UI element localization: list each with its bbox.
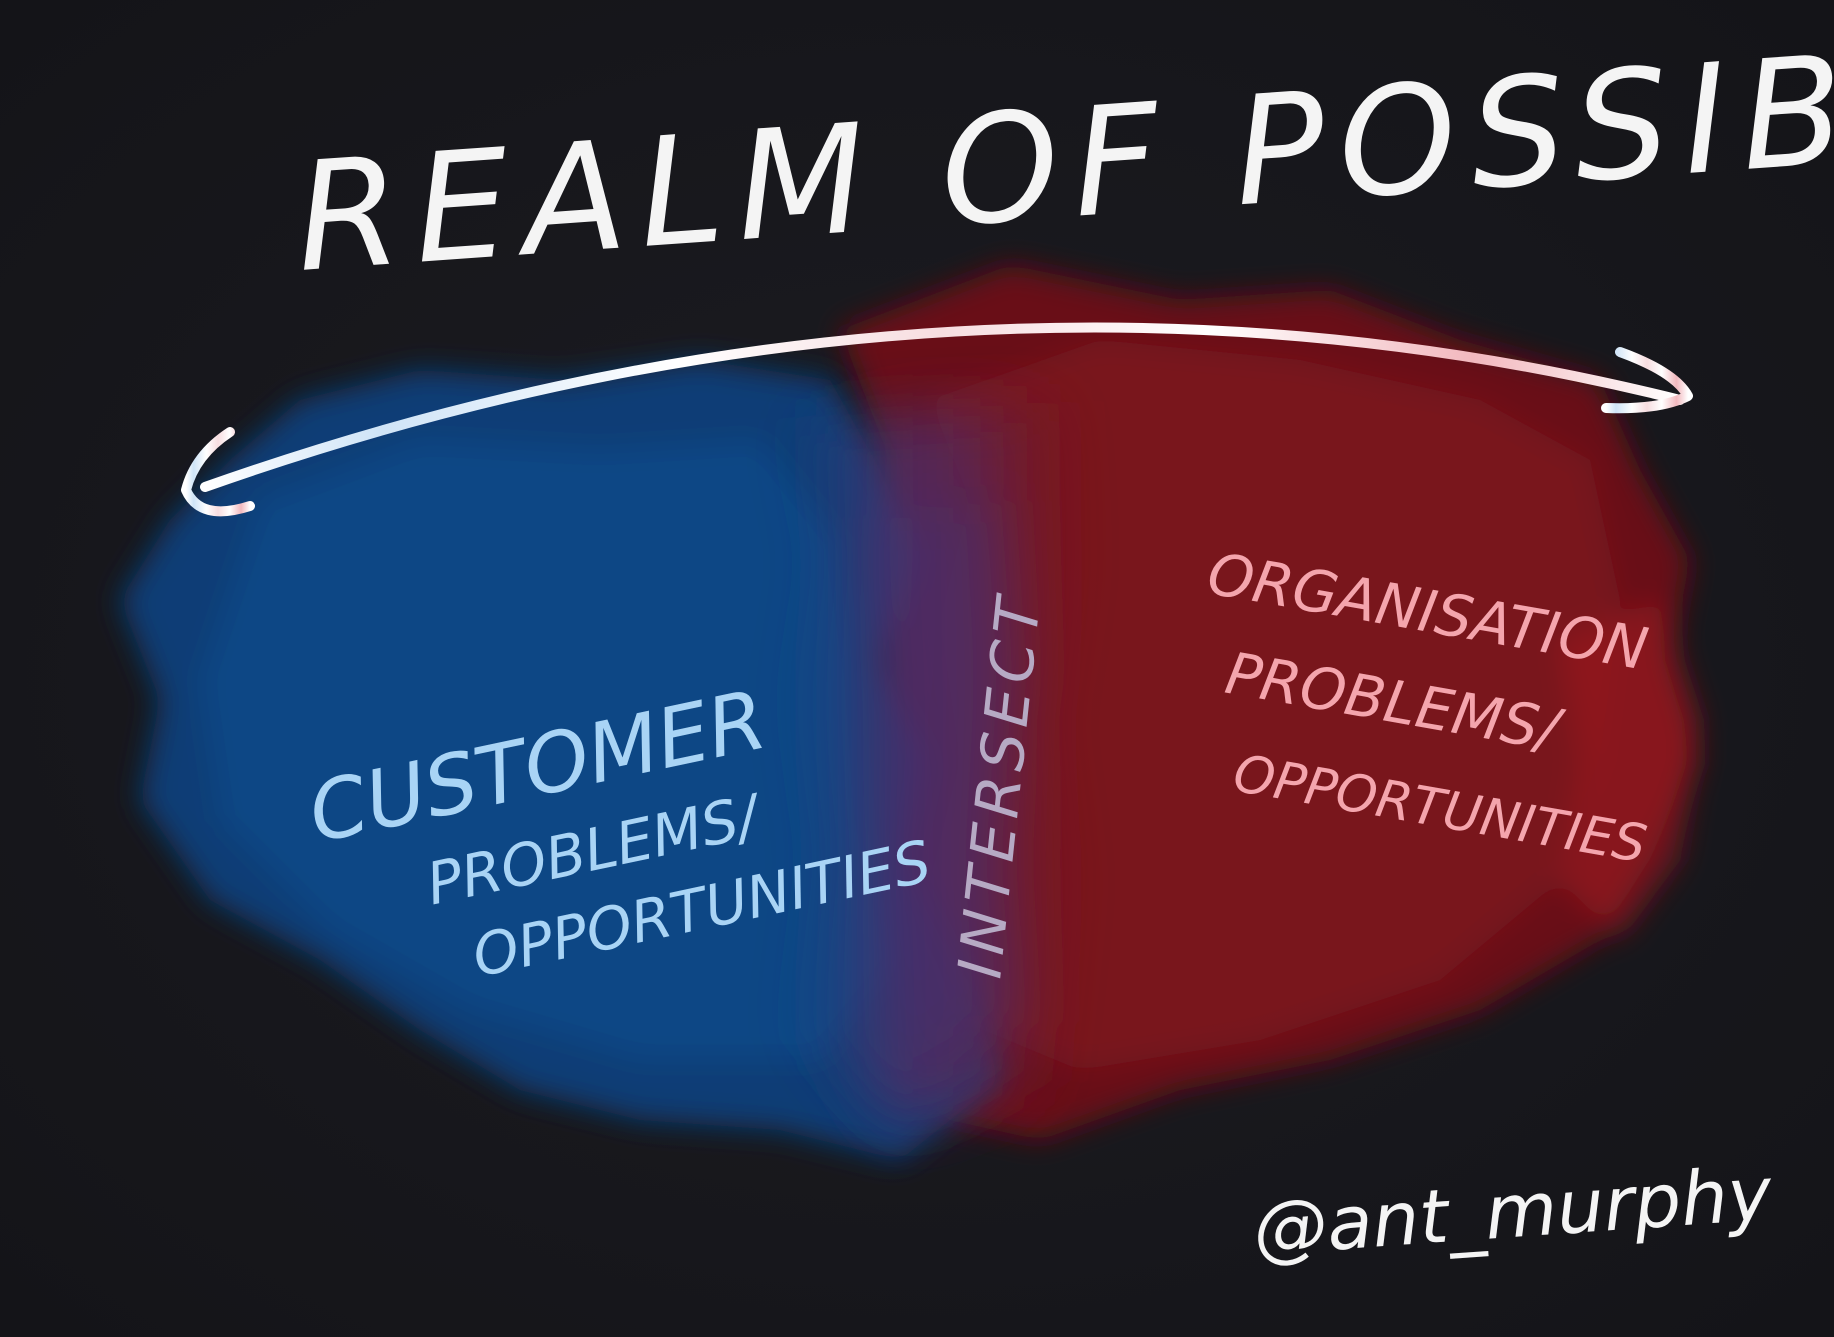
intersect-region (790, 400, 1080, 1130)
arrow-shaft (200, 322, 1685, 492)
arrow-head-left (181, 427, 255, 517)
customer-region (120, 360, 1000, 1160)
diagram-title: Realm of Possibilities (290, 0, 1834, 306)
possibility-arrow (181, 322, 1693, 517)
credit-handle: @ant_murphy (1250, 1151, 1775, 1273)
arrow-head-right (1601, 347, 1693, 414)
